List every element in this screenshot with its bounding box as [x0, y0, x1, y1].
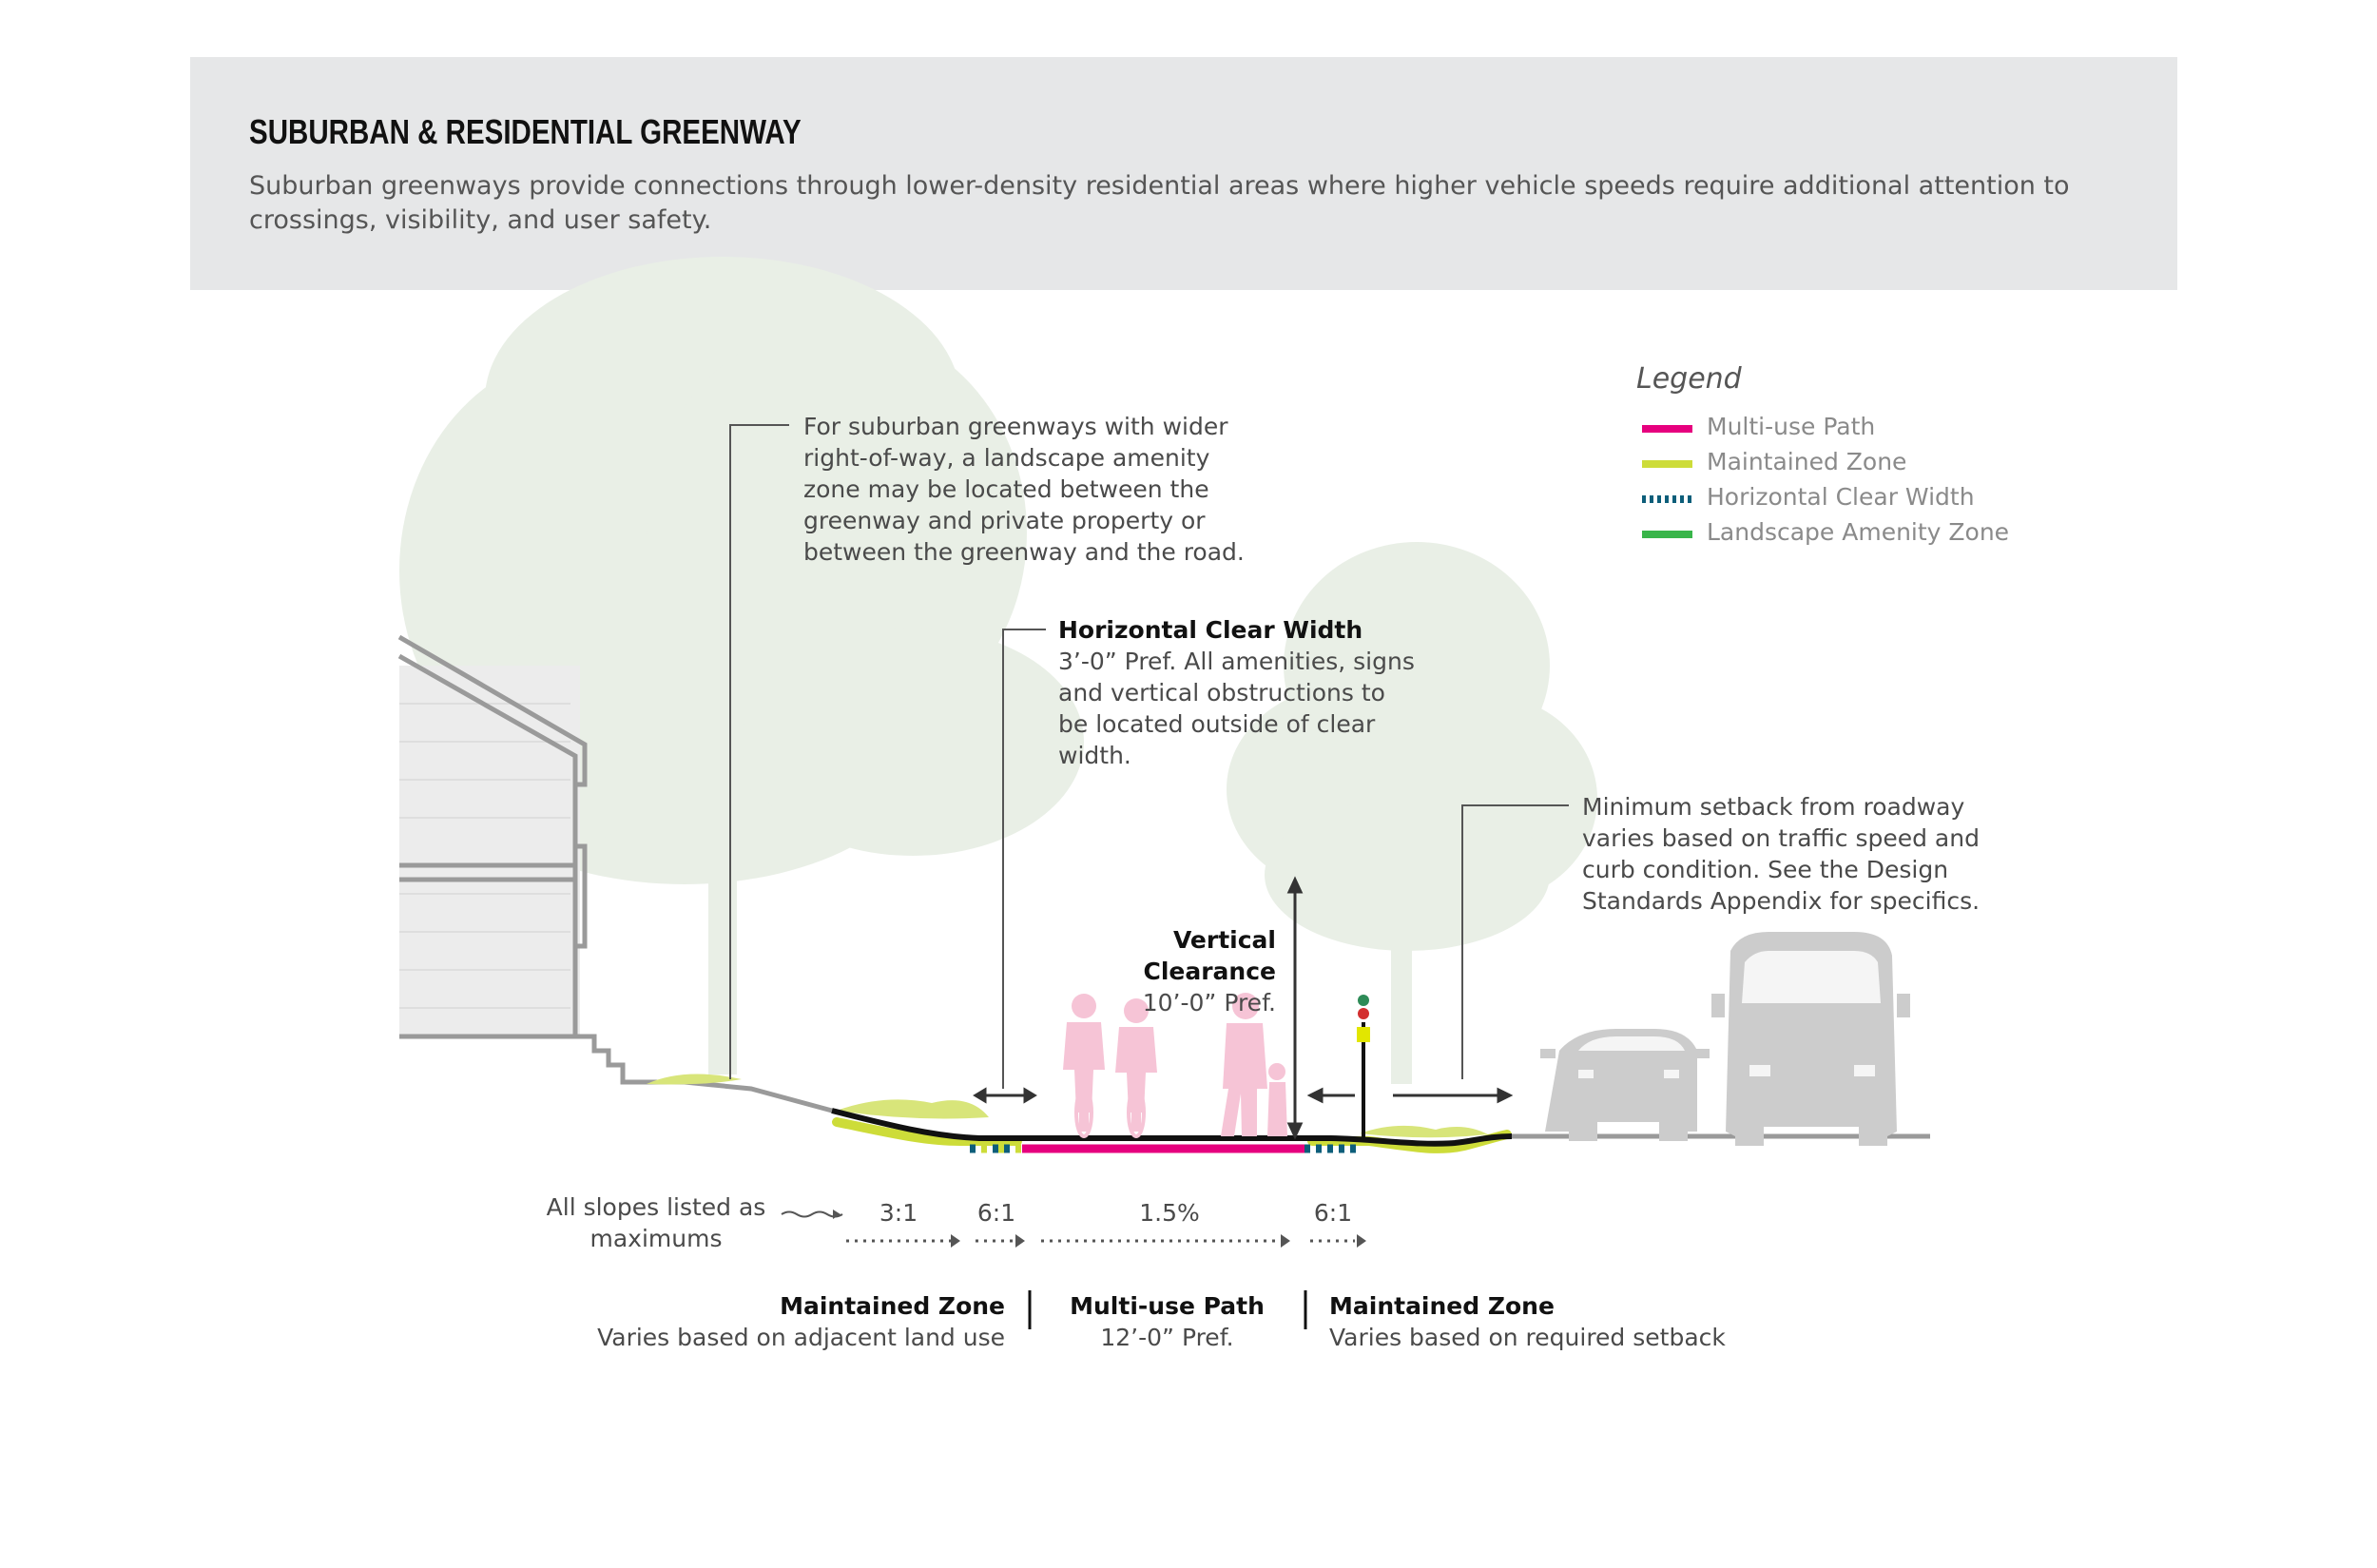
- callout-setback: Minimum setback from roadway varies base…: [1582, 793, 1981, 915]
- greenway-surface-line: [831, 1108, 1513, 1147]
- grass-tufts: [647, 1074, 1488, 1138]
- legend-item-maintained-zone: Maintained Zone: [1707, 448, 1907, 475]
- slope-value-3-1: 3:1: [879, 1199, 918, 1227]
- truck-illustration: [1711, 932, 1910, 1146]
- slope-value-6-1-right: 6:1: [1313, 1199, 1353, 1227]
- legend-title: Legend: [1636, 362, 1742, 396]
- zone-subtitle-maintained-right: Varies based on required setback: [1329, 1324, 1726, 1351]
- house-illustration: [397, 634, 833, 1113]
- zone-title-maintained-left: Maintained Zone: [780, 1292, 1005, 1320]
- callout-horizontal-clear-text: 3’-0” Pref. All amenities, signs and ver…: [1058, 648, 1415, 769]
- zone-title-maintained-right: Maintained Zone: [1329, 1292, 1555, 1320]
- bike-wheels: [1074, 1087, 1146, 1138]
- slope-value-6-1-left: 6:1: [976, 1199, 1016, 1227]
- legend-item-horizontal-clear-width: Horizontal Clear Width: [1707, 483, 1975, 511]
- sign-post-illustration: [1357, 995, 1370, 1138]
- car-illustration: [1540, 1029, 1710, 1141]
- legend-item-landscape-amenity-zone: Landscape Amenity Zone: [1707, 518, 2010, 546]
- zone-subtitle-multi-use-path: 12’-0” Pref.: [1100, 1324, 1234, 1351]
- page-title: SUBURBAN & RESIDENTIAL GREENWAY: [249, 112, 802, 151]
- callout-vertical-clearance-title-2: Clearance: [1143, 958, 1276, 985]
- slopes-note-line-2: maximums: [589, 1225, 723, 1252]
- callout-landscape-amenity: For suburban greenways with wider right-…: [803, 413, 1245, 566]
- legend-swatches: [1642, 425, 1692, 538]
- zone-subtitle-maintained-left: Varies based on adjacent land use: [597, 1324, 1005, 1351]
- slope-indicators: [781, 1210, 1366, 1248]
- page-description: Suburban greenways provide connections t…: [249, 171, 2070, 235]
- zone-separators: [1028, 1290, 1307, 1329]
- small-tree-illustration: [1227, 542, 1597, 1084]
- callout-vertical-clearance-title-1: Vertical: [1172, 926, 1276, 954]
- path-users-illustration: [1063, 993, 1287, 1136]
- dimension-arrows: [973, 876, 1514, 1140]
- slope-value-1-5-percent: 1.5%: [1139, 1199, 1200, 1227]
- header-band: SUBURBAN & RESIDENTIAL GREENWAY Suburban…: [190, 57, 2177, 290]
- callout-leader-lines: [729, 424, 1569, 1089]
- legend-item-multi-use-path: Multi-use Path: [1707, 413, 1876, 440]
- callout-vertical-clearance-value: 10’-0” Pref.: [1142, 989, 1276, 1016]
- callout-horizontal-clear-title: Horizontal Clear Width: [1058, 616, 1363, 644]
- zone-title-multi-use-path: Multi-use Path: [1070, 1292, 1265, 1320]
- slopes-note-line-1: All slopes listed as: [546, 1193, 766, 1221]
